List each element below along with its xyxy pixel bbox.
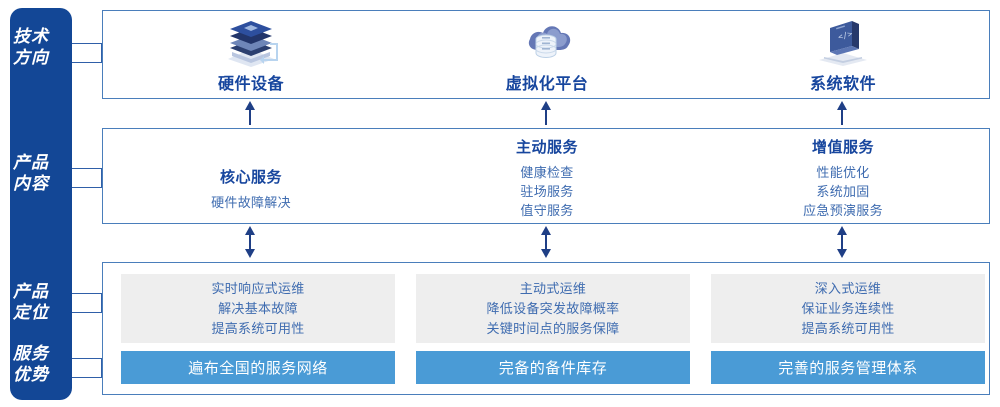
content-item: 系统加固	[816, 184, 870, 199]
product-content-panel: 核心服务 硬件故障解决 主动服务 健康检查 驻场服务 值守服务 增值服务 性能优…	[102, 128, 990, 224]
content-item: 值守服务	[520, 203, 574, 218]
connector-bracket-positioning	[72, 293, 102, 313]
arrow-up-system-software	[835, 101, 849, 125]
tech-label-hardware: 硬件设备	[217, 75, 284, 93]
sidebar-label-product-positioning: 产品 定位	[0, 281, 62, 323]
content-column-value-added-service[interactable]: 增值服务 性能优化 系统加固 应急预演服务	[695, 129, 991, 223]
positioning-line: 深入式运维	[814, 280, 882, 296]
positioning-advantage-panel: 实时响应式运维 解决基本故障 提高系统可用性 主动式运维 降低设备突发故障概率 …	[102, 262, 990, 395]
content-column-proactive-service[interactable]: 主动服务 健康检查 驻场服务 值守服务	[399, 129, 695, 223]
positioning-card-proactive[interactable]: 主动式运维 降低设备突发故障概率 关键时间点的服务保障	[416, 274, 690, 343]
laptop-code-icon: </>	[812, 16, 874, 68]
content-item: 健康检查	[520, 165, 574, 180]
server-stack-icon	[220, 16, 282, 68]
positioning-line: 提高系统可用性	[211, 320, 305, 336]
sidebar-label-line1: 服务	[13, 344, 49, 363]
tech-label-system-software: 系统软件	[809, 75, 876, 93]
arrow-double-virtualization	[539, 226, 553, 258]
positioning-line: 提高系统可用性	[801, 320, 895, 336]
connector-bracket-tech	[72, 43, 102, 63]
advantage-bar-management-system[interactable]: 完善的服务管理体系	[711, 351, 985, 384]
connector-bracket-advantage	[72, 358, 102, 378]
sidebar-label-line2: 内容	[13, 174, 49, 193]
tech-column-hardware[interactable]: 硬件设备	[103, 11, 399, 98]
sidebar-label-service-advantage: 服务 优势	[0, 343, 62, 385]
positioning-card-deep[interactable]: 深入式运维 保证业务连续性 提高系统可用性	[711, 274, 985, 343]
positioning-line: 降低设备突发故障概率	[486, 300, 620, 316]
content-title-value-added-service: 增值服务	[811, 139, 874, 156]
tech-column-system-software[interactable]: </> 系统软件	[695, 11, 991, 98]
advantage-bar-spare-parts[interactable]: 完备的备件库存	[416, 351, 690, 384]
arrow-double-hardware	[243, 226, 257, 258]
content-title-core-service: 核心服务	[219, 169, 282, 186]
positioning-line: 解决基本故障	[218, 300, 298, 316]
sidebar-label-line2: 优势	[13, 365, 49, 384]
sidebar-label-tech-direction: 技术 方向	[0, 26, 62, 68]
arrow-double-system-software	[835, 226, 849, 258]
sidebar-label-line2: 定位	[13, 303, 49, 322]
cloud-database-icon	[516, 16, 578, 68]
sidebar-label-line1: 技术	[13, 27, 49, 46]
tech-label-virtualization: 虚拟化平台	[505, 75, 589, 93]
positioning-line: 保证业务连续性	[801, 300, 895, 316]
content-item: 硬件故障解决	[211, 195, 291, 210]
content-item: 驻场服务	[520, 184, 574, 199]
sidebar-label-line1: 产品	[13, 282, 49, 301]
positioning-line: 主动式运维	[519, 280, 587, 296]
sidebar-label-product-content: 产品 内容	[0, 152, 62, 194]
sidebar-label-line1: 产品	[13, 153, 49, 172]
tech-direction-panel: 硬件设备 虚拟化平台	[102, 10, 990, 99]
positioning-card-realtime[interactable]: 实时响应式运维 解决基本故障 提高系统可用性	[121, 274, 395, 343]
sidebar-label-line2: 方向	[13, 48, 49, 67]
positioning-line: 关键时间点的服务保障	[486, 320, 620, 336]
content-title-proactive-service: 主动服务	[515, 139, 578, 156]
svg-text:</>: </>	[837, 29, 854, 42]
positioning-line: 实时响应式运维	[211, 280, 305, 296]
content-column-core-service[interactable]: 核心服务 硬件故障解决	[103, 129, 399, 223]
tech-column-virtualization[interactable]: 虚拟化平台	[399, 11, 695, 98]
connector-bracket-content	[72, 168, 102, 188]
content-item: 应急预演服务	[803, 203, 883, 218]
advantage-bar-service-network[interactable]: 遍布全国的服务网络	[121, 351, 395, 384]
arrow-up-virtualization	[539, 101, 553, 125]
arrow-up-hardware	[243, 101, 257, 125]
content-item: 性能优化	[816, 165, 870, 180]
category-sidebar	[10, 8, 72, 400]
